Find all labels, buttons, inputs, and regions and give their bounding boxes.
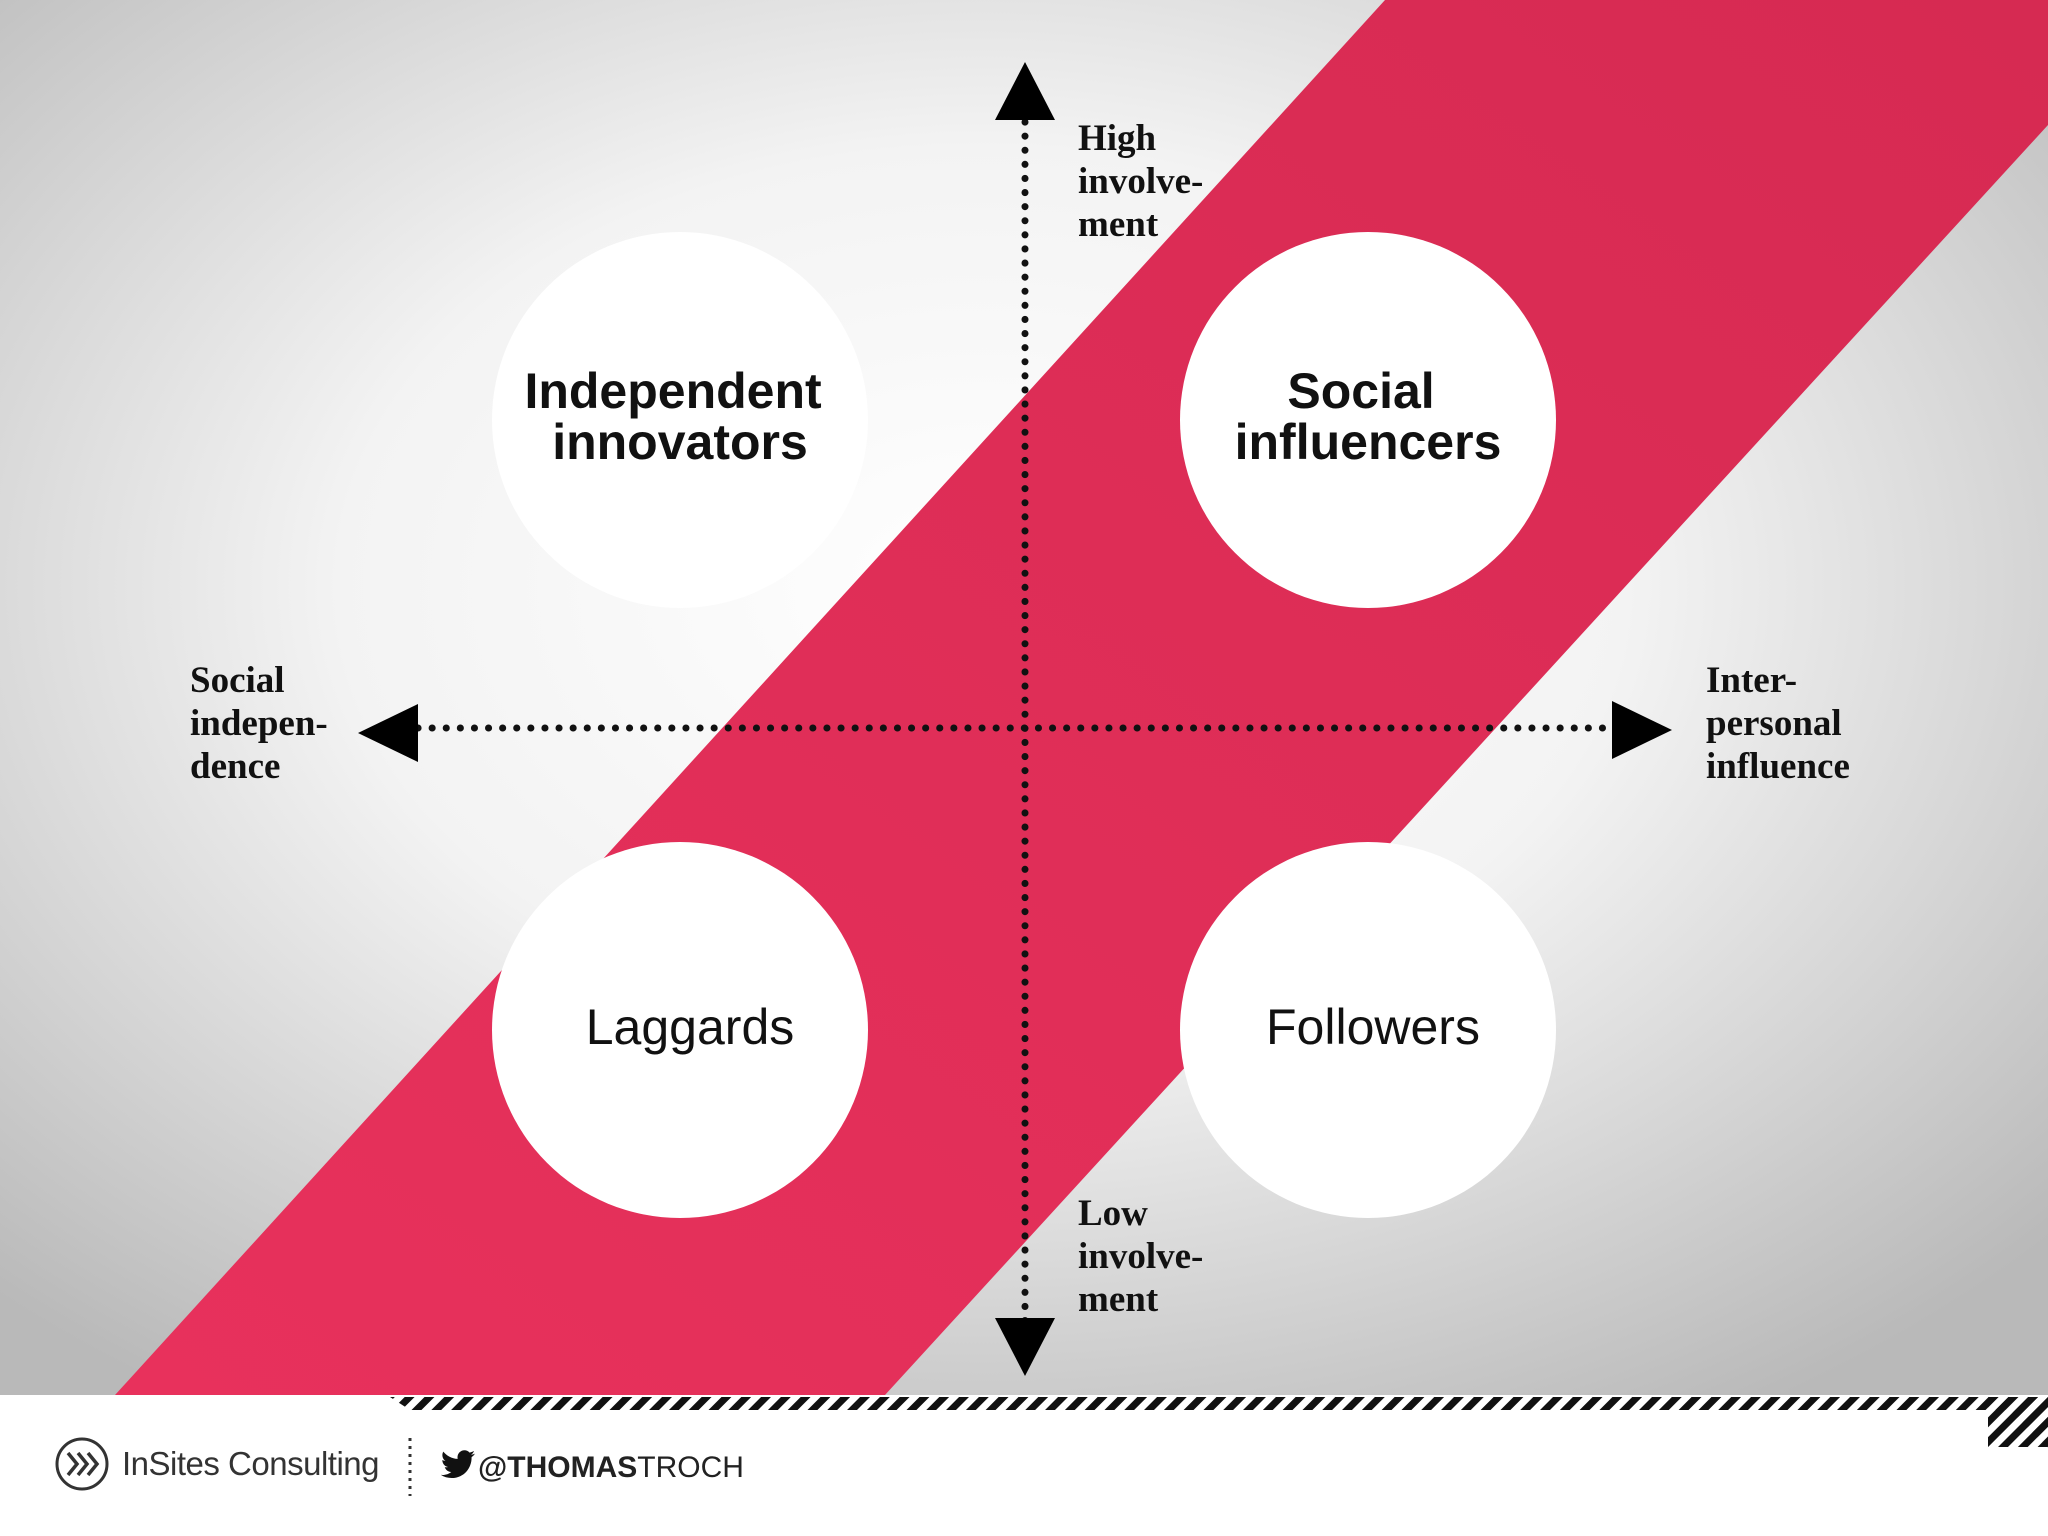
axis-label-bottom-line-2: involve- bbox=[1078, 1236, 1203, 1277]
label-laggards: Laggards bbox=[586, 999, 795, 1055]
axis-label-top-line-1: High bbox=[1078, 118, 1157, 159]
axis-label-top-line-2: involve- bbox=[1078, 161, 1203, 202]
axis-label-interpersonal-influence: Inter- personal influence bbox=[1706, 660, 1851, 787]
footer-twitter-handle: @THOMASTROCH bbox=[478, 1451, 744, 1484]
forward-chevrons-icon bbox=[55, 1437, 109, 1491]
axis-label-right-line-3: influence bbox=[1706, 746, 1850, 787]
axis-label-low-involvement: Low involve- ment bbox=[1078, 1193, 1213, 1320]
axis-label-right-line-1: Inter- bbox=[1706, 660, 1797, 701]
axis-label-social-independence: Social indepen- dence bbox=[190, 660, 337, 787]
axis-label-top-line-3: ment bbox=[1078, 204, 1159, 245]
axis-label-left-line-1: Social bbox=[190, 660, 285, 701]
axis-label-right-line-2: personal bbox=[1706, 703, 1842, 744]
axis-label-left-line-3: dence bbox=[190, 746, 280, 787]
axis-label-bottom-line-3: ment bbox=[1078, 1279, 1159, 1320]
footer-hatch-stripe bbox=[390, 1397, 2048, 1448]
axis-label-bottom-line-1: Low bbox=[1078, 1193, 1148, 1234]
arrow-right-icon bbox=[1612, 701, 1672, 759]
circle-independent-innovators bbox=[492, 232, 868, 608]
footer-handle-prefix: @THOMAS bbox=[478, 1451, 637, 1484]
circle-laggards bbox=[492, 842, 868, 1218]
arrow-up-icon bbox=[995, 62, 1055, 120]
label-independent-innovators-line-1: Independent bbox=[524, 363, 822, 419]
footer-hatch-block bbox=[1988, 1397, 2048, 1447]
footer-brand-name: InSites Consulting bbox=[122, 1445, 379, 1482]
footer-bar bbox=[0, 1395, 2048, 1536]
label-social-influencers: Social influencers bbox=[1235, 363, 1502, 470]
footer-handle-suffix: TROCH bbox=[637, 1451, 744, 1484]
label-social-influencers-line-1: Social bbox=[1287, 363, 1434, 419]
circle-followers bbox=[1180, 842, 1556, 1218]
axis-label-high-involvement: High involve- ment bbox=[1078, 118, 1213, 245]
arrow-down-icon bbox=[995, 1318, 1055, 1376]
label-independent-innovators: Independent innovators bbox=[524, 363, 835, 470]
label-social-influencers-line-2: influencers bbox=[1235, 414, 1502, 470]
twitter-bird-icon bbox=[440, 1450, 475, 1478]
arrow-left-icon bbox=[358, 704, 418, 762]
axis-label-left-line-2: indepen- bbox=[190, 703, 328, 744]
label-independent-innovators-line-2: innovators bbox=[552, 414, 808, 470]
label-followers: Followers bbox=[1266, 999, 1480, 1055]
circle-social-influencers bbox=[1180, 232, 1556, 608]
